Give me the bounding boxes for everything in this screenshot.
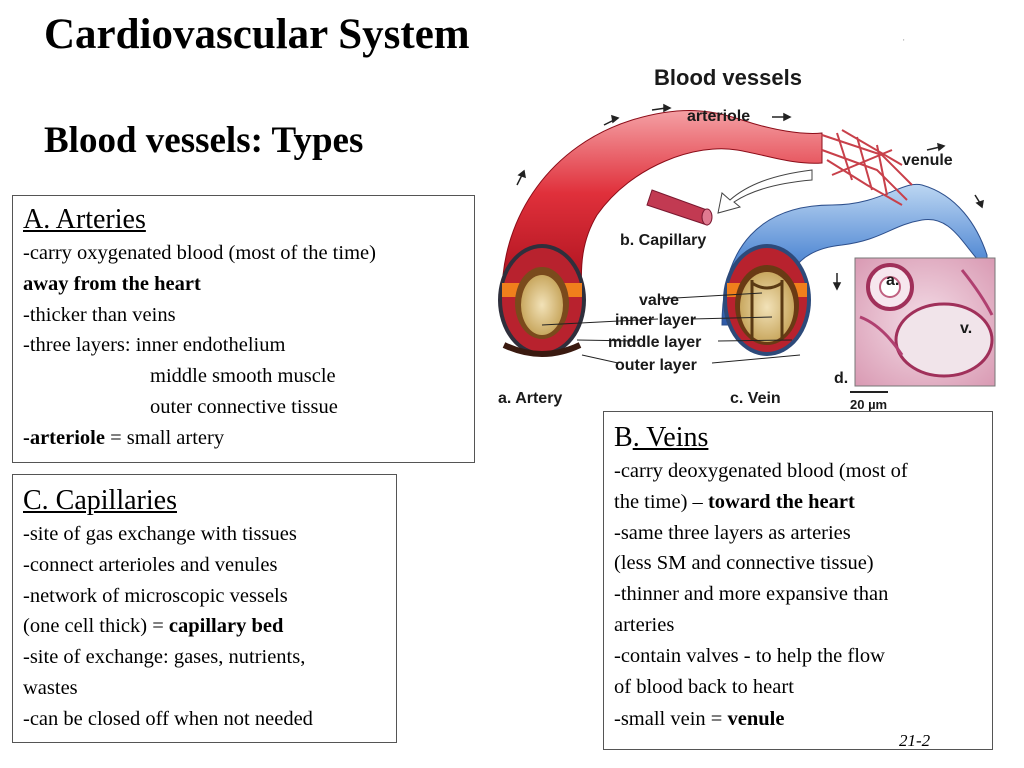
slide-number: 21-2 (899, 731, 931, 750)
veins-line: the time) – toward the heart (614, 487, 982, 518)
vein-shape (721, 183, 988, 326)
arteries-line: -carry oxygenated blood (most of the tim… (23, 242, 376, 264)
capillaries-line: (one cell thick) = capillary bed (23, 611, 386, 642)
veins-line: -small vein = venule (614, 704, 982, 735)
artery-shape (501, 110, 823, 296)
veins-line: of blood back to heart (614, 675, 794, 698)
capillaries-line: -site of exchange: gases, nutrients, (23, 646, 306, 669)
label-inner-layer: inner layer (615, 312, 696, 329)
arteriole-definition: = small artery (104, 426, 225, 449)
toward-heart-term: toward the heart (707, 490, 855, 513)
arteries-line: -thicker than veins (23, 303, 176, 326)
arteries-line: outer connective tissue (150, 395, 338, 418)
veins-line: -contain valves - to help the flow (614, 644, 885, 667)
label-venule: venule (902, 152, 953, 169)
flow-arrows (516, 103, 984, 291)
micrograph (854, 257, 996, 387)
capillaries-line: wastes (23, 676, 78, 699)
capillary-segment (646, 189, 708, 226)
arteries-line: middle smooth muscle (150, 365, 336, 388)
capillaries-heading: C. Capillaries (23, 485, 177, 516)
capillary-end (701, 208, 713, 226)
veins-heading-letter: B (614, 422, 633, 453)
capillaries-box: C. Capillaries -site of gas exchange wit… (12, 474, 397, 743)
slide-subtitle: Blood vessels: Types (44, 120, 364, 161)
veins-line: -carry deoxygenated blood (most of (614, 460, 908, 482)
capillaries-line: -network of microscopic vessels (23, 584, 288, 607)
blood-vessels-figure: Blood vessels (498, 65, 996, 412)
veins-heading-text: . Veins (632, 422, 709, 453)
veins-box: B. Veins -carry deoxygenated blood (most… (603, 411, 993, 750)
veins-line: -thinner and more expansive than (614, 583, 889, 606)
label-arteriole: arteriole (687, 108, 750, 125)
venule-term: venule (727, 708, 785, 731)
scale-label: 20 µm (850, 397, 887, 412)
veins-line: (less SM and connective tissue) (614, 552, 874, 575)
micro-label-a: a. (886, 272, 899, 289)
veins-line-prefix: the time) – (614, 490, 708, 513)
arteriole-term: -arteriole (23, 426, 105, 449)
capillaries-line-prefix: (one cell thick) = (23, 615, 169, 638)
micro-label-v: v. (960, 320, 972, 337)
callout-arrow (717, 169, 813, 214)
corner-mark: ' (903, 38, 905, 47)
veins-heading: B. Veins (614, 420, 982, 456)
micro-label-d: d. (834, 370, 848, 387)
label-capillary: b. Capillary (620, 232, 706, 249)
capillary-bed (821, 129, 913, 206)
capillaries-line: -can be closed off when not needed (23, 707, 313, 730)
arteries-line: -arteriole = small artery (23, 423, 464, 454)
label-middle-layer: middle layer (608, 334, 701, 351)
slide-title: Cardiovascular System (44, 11, 470, 58)
capillaries-line: -site of gas exchange with tissues (23, 523, 297, 545)
leader-lines (541, 292, 801, 364)
label-vein: c. Vein (730, 390, 781, 407)
arteries-heading: A. Arteries (23, 204, 146, 235)
capillaries-line: -connect arterioles and venules (23, 553, 278, 576)
arteries-line: -three layers: inner endothelium (23, 334, 286, 357)
veins-line: -same three layers as arteries (614, 521, 851, 544)
label-valve: valve (639, 292, 679, 309)
label-artery: a. Artery (498, 390, 562, 407)
arteries-box: A. Arteries -carry oxygenated blood (mos… (12, 195, 475, 463)
veins-line-prefix: -small vein = (614, 708, 728, 731)
arteries-line: away from the heart (23, 272, 201, 295)
capillary-bed-term: capillary bed (168, 615, 284, 638)
vein-cross-section (723, 244, 811, 356)
veins-line: arteries (614, 613, 675, 636)
figure-title: Blood vessels (654, 65, 802, 90)
label-outer-layer: outer layer (615, 357, 697, 374)
artery-cross-section (498, 244, 586, 357)
